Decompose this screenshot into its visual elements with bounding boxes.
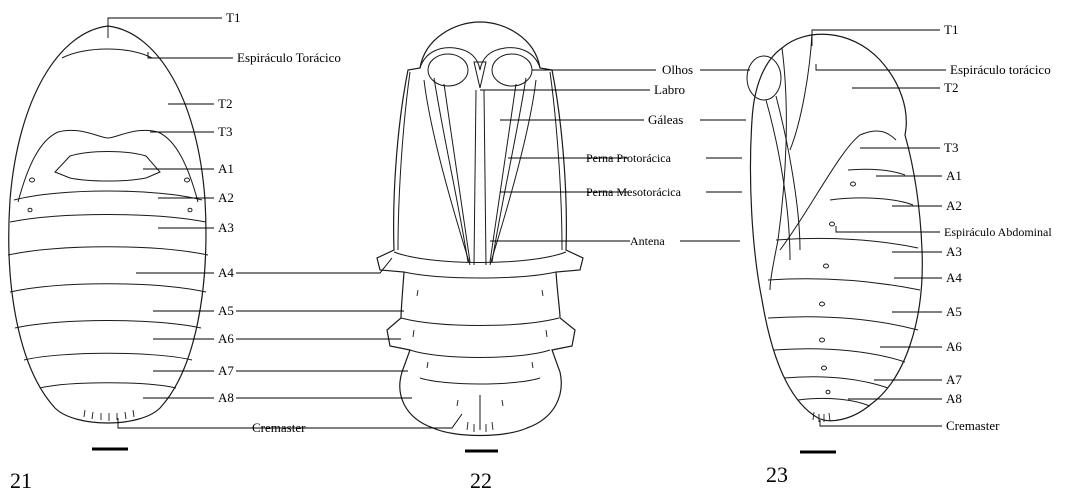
fig23-label-a5: A5 bbox=[946, 304, 962, 319]
fig23-label-a2: A2 bbox=[946, 198, 962, 213]
fig23-label-a6: A6 bbox=[946, 339, 962, 354]
fig21-label-a1: A1 bbox=[218, 161, 234, 176]
fig23-spiracle-a6 bbox=[822, 366, 827, 370]
fig22-label-galeas: Gáleas bbox=[648, 112, 683, 127]
fig22-label-antena: Antena bbox=[630, 234, 665, 248]
fig21-label-t1: T1 bbox=[226, 10, 240, 25]
figure-23-lateral-view: T1 Espiráculo torácico T2 T3 A1 A2 Espir… bbox=[680, 22, 1052, 487]
fig23-leader-cremaster bbox=[820, 420, 942, 426]
fig23-spiracle-a5 bbox=[820, 338, 825, 342]
fig23-label-t1: T1 bbox=[944, 22, 958, 37]
fig23-spiracle-a3 bbox=[824, 264, 829, 268]
fig21-spiracle-left bbox=[30, 178, 35, 182]
fig23-spiracle-a4 bbox=[820, 302, 825, 306]
fig23-label-a3: A3 bbox=[946, 244, 962, 259]
fig21-label-a7: A7 bbox=[218, 363, 234, 378]
fig23-number: 23 bbox=[766, 462, 788, 487]
fig23-label-a4: A4 bbox=[946, 270, 962, 285]
fig21-label-t2: T2 bbox=[218, 96, 232, 111]
fig22-label-perna-mesotoracica: Perna Mesotorácica bbox=[586, 185, 682, 199]
fig23-label-espiraculo-toracico: Espiráculo torácico bbox=[950, 62, 1051, 77]
fig23-label-t2: T2 bbox=[944, 80, 958, 95]
fig23-spiracle-a7 bbox=[826, 390, 830, 394]
fig21-label-a5: A5 bbox=[218, 303, 234, 318]
fig21-number: 21 bbox=[10, 468, 32, 493]
fig21-label-t3: T3 bbox=[218, 124, 232, 139]
fig21-label-a2: A2 bbox=[218, 190, 234, 205]
fig23-label-cremaster: Cremaster bbox=[946, 418, 1000, 433]
fig22-leader-a4 bbox=[236, 258, 392, 273]
fig22-body-outline bbox=[377, 22, 583, 436]
fig21-label-a3: A3 bbox=[218, 220, 234, 235]
fig22-label-perna-protoracica: Perna Protorácica bbox=[586, 151, 672, 165]
fig23-spiracle-a2 bbox=[830, 222, 835, 226]
fig22-label-labro: Labro bbox=[654, 82, 685, 97]
fig23-label-espiraculo-abdominal: Espiráculo Abdominal bbox=[944, 225, 1052, 239]
fig21-label-a4: A4 bbox=[218, 265, 234, 280]
fig21-label-a8: A8 bbox=[218, 390, 234, 405]
fig21-body-outline bbox=[9, 26, 206, 423]
fig21-spiracle-right-2 bbox=[188, 208, 192, 212]
fig22-number: 22 bbox=[470, 468, 492, 493]
fig21-label-espiraculo-toracico: Espiráculo Torácico bbox=[237, 50, 341, 65]
figure-21-dorsal-view: T1 Espiráculo Torácico T2 T3 A1 A2 A3 A4… bbox=[8, 10, 341, 493]
fig23-spiracle-a1 bbox=[851, 182, 856, 186]
fig23-label-t3: T3 bbox=[944, 140, 958, 155]
fig23-label-a1: A1 bbox=[946, 168, 962, 183]
fig23-label-a8: A8 bbox=[946, 391, 962, 406]
fig21-spiracle-right bbox=[185, 178, 190, 182]
fig21-leader-espiraculo bbox=[148, 52, 233, 58]
fig21-label-cremaster: Cremaster bbox=[252, 420, 306, 435]
fig22-label-olhos: Olhos bbox=[662, 62, 693, 77]
fig23-label-a7: A7 bbox=[946, 372, 962, 387]
fig21-label-a6: A6 bbox=[218, 331, 234, 346]
fig21-spiracle-left-2 bbox=[28, 208, 32, 212]
